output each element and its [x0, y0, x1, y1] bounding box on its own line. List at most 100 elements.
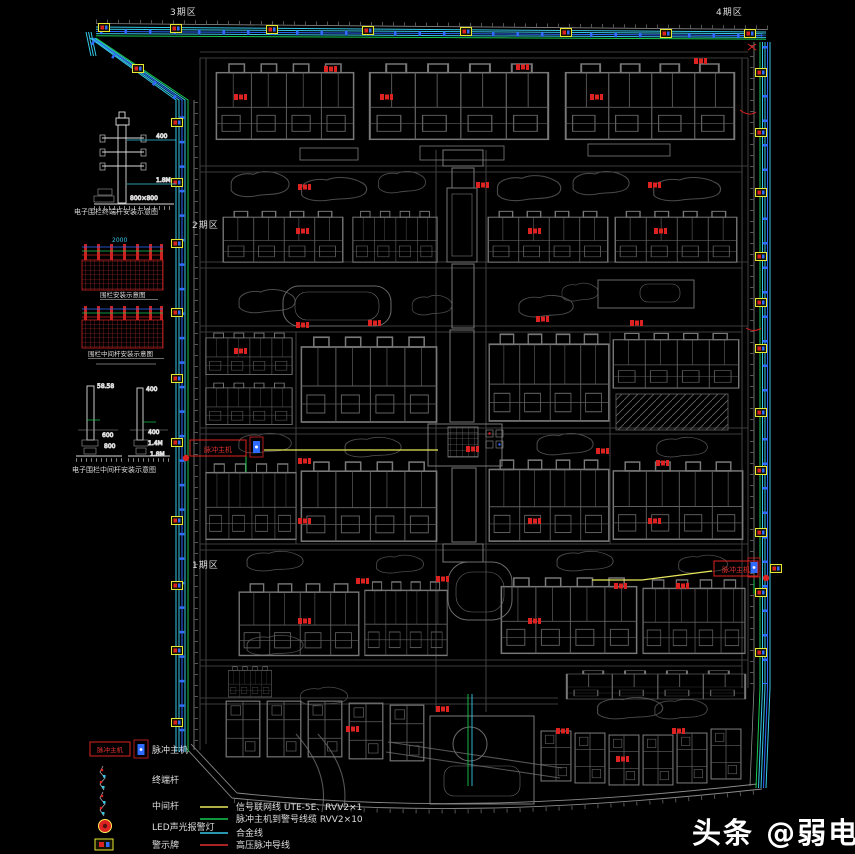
- red-label-mark: [672, 728, 685, 734]
- red-label-mark: [616, 756, 629, 762]
- garden-blob: [596, 696, 664, 720]
- red-label-mark: [436, 706, 449, 712]
- building: [364, 581, 448, 657]
- red-label-mark: [694, 58, 707, 64]
- pulse-host-label: 脉冲主机: [722, 565, 750, 574]
- warning-sign-icon: [132, 64, 144, 73]
- dim-label: 2000: [112, 237, 127, 244]
- landscape: [230, 170, 728, 720]
- red-accent-curves: [739, 43, 762, 331]
- legend-terminal-pole: 终端杆: [99, 765, 179, 791]
- warning-sign-icon: [171, 308, 183, 317]
- red-label-mark: [296, 322, 309, 328]
- red-label-mark: [614, 583, 627, 589]
- building: [676, 732, 708, 784]
- dim-label: 800: [104, 443, 116, 450]
- red-label-mark: [346, 726, 359, 732]
- building: [710, 728, 742, 780]
- red-label-mark: [298, 458, 311, 464]
- red-label-mark: [234, 94, 247, 100]
- warning-sign-icon: [171, 118, 183, 127]
- red-label-mark: [436, 576, 449, 582]
- detail-title: 电子围栏终端杆安装示意图: [74, 207, 158, 216]
- garden-blob: [561, 282, 599, 302]
- red-label-mark: [368, 320, 381, 326]
- garden-blob: [653, 176, 722, 202]
- central-plaza-grid: [447, 426, 479, 458]
- warning-sign-icon: [755, 128, 767, 137]
- warning-sign-icon: [171, 178, 183, 187]
- building: [215, 63, 355, 141]
- dim-label: 800×800: [130, 195, 158, 202]
- red-label-mark: [536, 316, 549, 322]
- legend-middle-pole: 中间杆: [99, 791, 179, 817]
- hatched-parking: [615, 393, 729, 431]
- red-label-mark: [528, 618, 541, 624]
- garden-blob: [378, 170, 427, 194]
- dim-label: 400: [156, 133, 168, 140]
- warning-sign-icon: [171, 374, 183, 383]
- warning-signs: [98, 23, 782, 727]
- warning-sign-icon: [171, 239, 183, 248]
- building: [642, 734, 674, 786]
- red-label-mark: [380, 94, 393, 100]
- red-label-mark: [528, 518, 541, 524]
- building: [614, 210, 738, 263]
- legend-led-alarm: LED声光报警灯: [98, 819, 215, 833]
- detail-middle-pole: 58.58 400 600 800 400 1.4M 1.8M 电子围栏中间杆安…: [72, 383, 170, 474]
- warning-sign-icon: [560, 28, 572, 37]
- pulse-host-label: 脉冲主机: [204, 445, 232, 454]
- phase-label-1: 1期区: [192, 561, 219, 571]
- building: [487, 210, 609, 263]
- building: [225, 700, 261, 758]
- red-label-mark: [676, 583, 689, 589]
- garden-blob: [376, 554, 425, 574]
- phase-label-2: 2期区: [192, 221, 219, 231]
- warning-sign-icon: [170, 24, 182, 33]
- building: [564, 63, 736, 141]
- warning-sign-icon: [171, 516, 183, 525]
- warning-sign-icon: [98, 23, 110, 32]
- garden-blob: [246, 550, 304, 572]
- red-label-mark: [296, 228, 309, 234]
- building: [574, 732, 606, 784]
- garden-blob: [556, 550, 614, 572]
- red-label-mark: [234, 348, 247, 354]
- building: [540, 730, 572, 782]
- building: [352, 210, 438, 263]
- dim-label: 400: [146, 386, 158, 393]
- warning-sign-icon: [266, 25, 278, 34]
- red-label-mark: [356, 578, 369, 584]
- garden-blob: [230, 171, 290, 198]
- building: [612, 461, 744, 541]
- red-label-mark: [528, 228, 541, 234]
- pulse-host-box-label: 脉冲主机: [97, 745, 124, 754]
- warning-sign-icon: [171, 438, 183, 447]
- pulse-host-marker-right: 脉冲主机: [713, 557, 770, 582]
- warning-sign-icon: [744, 29, 756, 38]
- warning-sign-icon: [660, 29, 672, 38]
- red-label-mark: [324, 66, 337, 72]
- garden-blob: [656, 436, 708, 458]
- warning-sign-icon: [770, 564, 782, 573]
- garden-blob: [238, 289, 296, 314]
- warning-sign-icon: [171, 718, 183, 727]
- red-label-mark: [656, 460, 669, 466]
- garden-blob: [496, 175, 562, 202]
- legend-label: 警示牌: [152, 839, 179, 851]
- phase-label-3: 3期区: [170, 8, 197, 18]
- red-label-mark: [298, 618, 311, 624]
- plaza-equipment: [485, 429, 504, 449]
- building: [612, 332, 740, 389]
- dim-label: 600: [102, 432, 114, 439]
- building: [222, 210, 344, 263]
- dim-label: 1.8M: [150, 451, 165, 458]
- legend-line-types: 信号联网线 UTE-5E、RVV2×1 脉冲主机到警号线缆 RVV2×10 合金…: [200, 801, 363, 851]
- legend-line-label: 信号联网线 UTE-5E、RVV2×1: [236, 801, 362, 813]
- red-label-mark: [466, 446, 479, 452]
- building: [642, 579, 746, 655]
- legend-pulse-host: 脉冲主机 脉冲主机: [89, 739, 188, 759]
- garden-blob: [572, 171, 630, 196]
- building: [300, 336, 438, 423]
- building: [205, 382, 293, 426]
